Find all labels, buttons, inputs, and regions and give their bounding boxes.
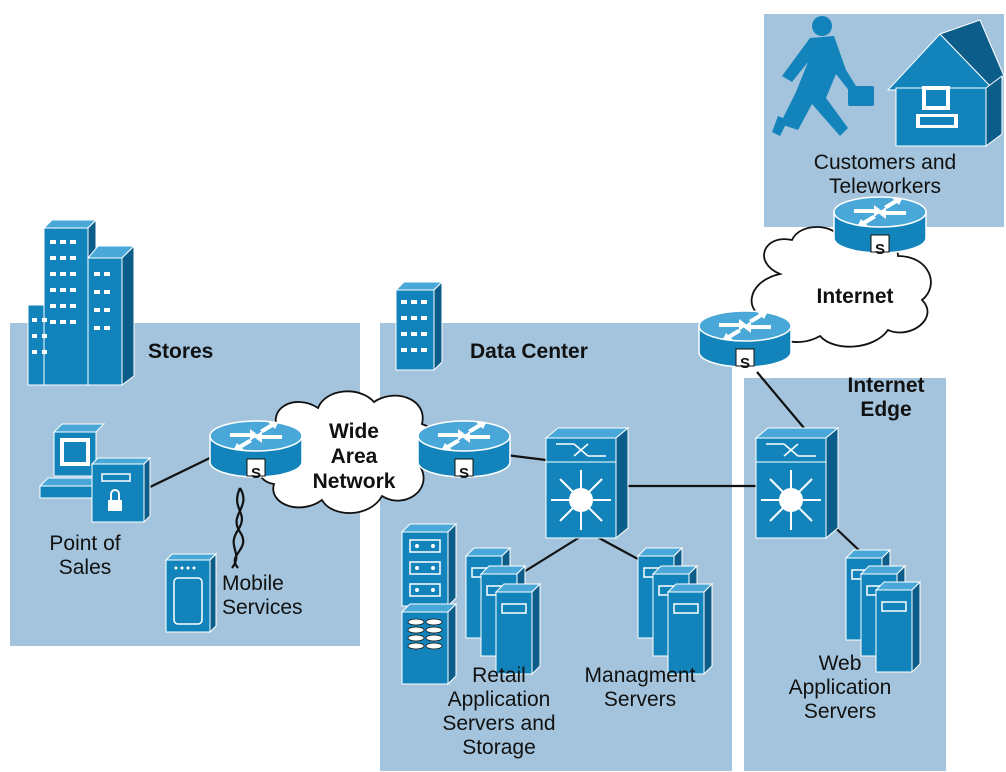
point-of-sales-label: Point of Sales <box>49 532 121 579</box>
security-badge: S <box>875 241 885 258</box>
security-badge: S <box>459 465 469 482</box>
mobile-device-icon <box>164 552 218 634</box>
stores-label: Stores <box>148 340 214 363</box>
internet-edge-label: Internet Edge <box>847 374 925 421</box>
security-badge: S <box>740 355 750 372</box>
security-badge: S <box>251 465 261 482</box>
internet-edge-switch-icon <box>755 427 839 539</box>
management-servers-label: Managment Servers <box>584 664 696 711</box>
mobile-services-label: Mobile Services <box>222 572 303 619</box>
wan-label: Wide Area Network <box>312 420 396 493</box>
retail-server-cluster <box>465 547 541 675</box>
data-center-switch-icon <box>545 427 629 539</box>
internet-label: Internet <box>816 285 894 308</box>
data-center-building-icon <box>394 280 444 372</box>
retail-servers-label: Retail Application Servers and Storage <box>442 664 556 759</box>
management-server-cluster <box>637 547 713 675</box>
data-center-label: Data Center <box>470 340 588 363</box>
point-of-sale-icon <box>38 423 152 524</box>
stores-building-icon <box>27 218 136 386</box>
customers-label: Customers and Teleworkers <box>813 151 957 198</box>
house-icon <box>886 19 1005 147</box>
disk-storage-icon <box>400 602 458 686</box>
running-person-icon <box>772 16 874 136</box>
storage-array-icon <box>400 522 458 608</box>
web-servers-label: Web Application Servers <box>788 652 892 723</box>
